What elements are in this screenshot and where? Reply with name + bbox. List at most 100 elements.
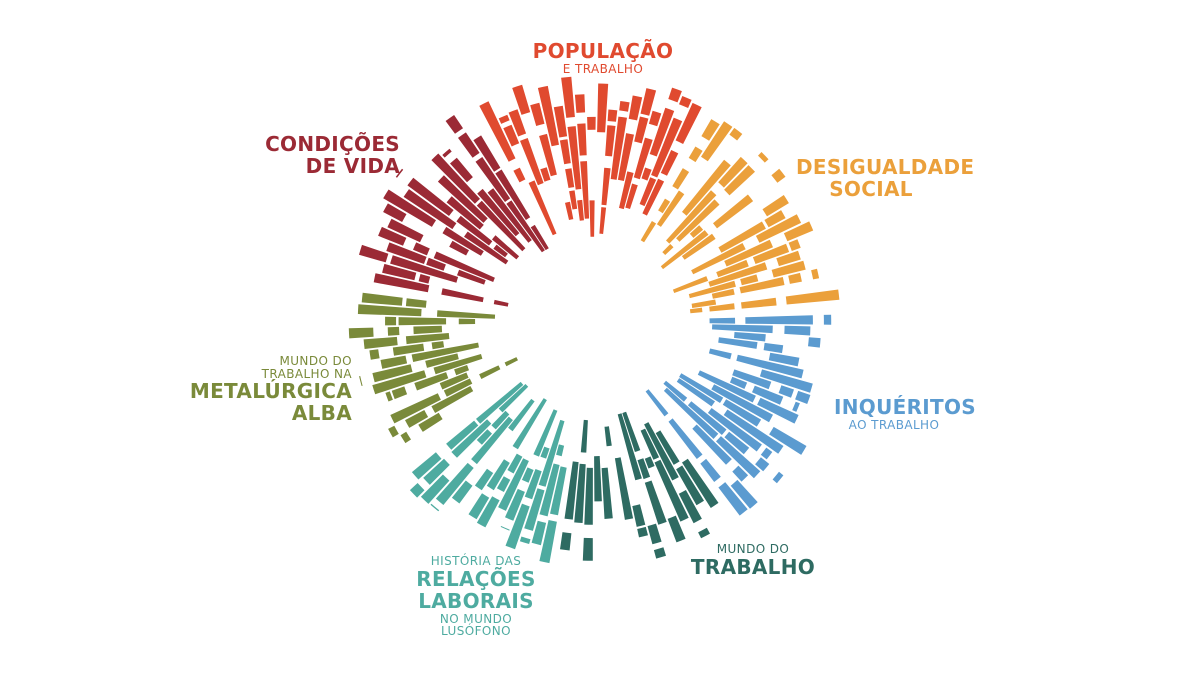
condicoes-block <box>506 200 545 253</box>
populacao-block <box>540 167 551 182</box>
sector-inqueritos <box>645 314 832 516</box>
desigualdade-block <box>689 307 703 314</box>
mundo-trabalho-block <box>644 456 655 469</box>
condicoes-block <box>475 157 511 202</box>
mundo-trabalho-block <box>676 465 704 506</box>
label-condicoes-line: CONDIÇÕES <box>265 132 400 156</box>
metalurgica-block <box>458 318 476 325</box>
condicoes-block <box>378 226 407 246</box>
populacao-block <box>565 168 575 188</box>
metalurgica-block <box>359 376 363 386</box>
desigualdade-block <box>676 199 720 242</box>
inqueritos-block <box>734 332 766 342</box>
desigualdade-block <box>689 225 704 238</box>
label-mundo-trabalho-line: TRABALHO <box>690 554 816 579</box>
desigualdade-block <box>788 272 802 284</box>
relacoes-block <box>468 493 490 520</box>
desigualdade-block <box>764 210 786 228</box>
desigualdade-block <box>658 198 671 214</box>
condicoes-block <box>473 135 501 172</box>
mundo-trabalho-block <box>637 458 651 480</box>
relacoes-block <box>531 520 547 546</box>
condicoes-block <box>446 196 484 230</box>
relacoes-block <box>451 480 473 504</box>
condicoes-block <box>476 200 526 252</box>
label-desigualdade-line: DESIGUALDADE <box>796 155 975 179</box>
relacoes-block <box>524 488 545 531</box>
mundo-trabalho-block <box>614 457 634 520</box>
inqueritos-block <box>729 376 748 389</box>
mundo-trabalho-block <box>637 526 648 538</box>
metalurgica-block <box>443 378 473 397</box>
inqueritos-block <box>692 424 732 465</box>
populacao-block <box>633 137 653 180</box>
inqueritos-block <box>724 431 750 455</box>
desigualdade-block <box>755 214 802 243</box>
desigualdade-block <box>672 168 690 190</box>
condicoes-block <box>407 177 454 216</box>
desigualdade-block <box>718 156 748 188</box>
metalurgica-block <box>398 317 447 326</box>
mundo-trabalho-block <box>560 532 572 551</box>
populacao-block <box>634 116 649 144</box>
populacao-block <box>537 85 559 147</box>
metalurgica-block <box>357 304 422 317</box>
mundo-trabalho-block <box>584 467 593 525</box>
populacao-block <box>567 126 582 190</box>
desigualdade-block <box>662 244 674 255</box>
desigualdade-block <box>739 277 785 294</box>
populacao-block <box>642 178 665 216</box>
label-metalurgica-line: METALÚRGICA <box>189 379 352 404</box>
inqueritos-block <box>792 401 800 412</box>
mundo-trabalho-block <box>604 426 612 447</box>
condicoes-block <box>437 175 488 223</box>
label-metalurgica-line: TRABALHO NA <box>261 366 352 381</box>
desigualdade-block <box>771 168 786 183</box>
desigualdade-block <box>724 239 773 267</box>
sector-relacoes <box>409 381 567 564</box>
metalurgica-block <box>385 391 393 402</box>
metalurgica-block <box>433 354 483 375</box>
condicoes-block <box>449 240 469 256</box>
relacoes-block <box>512 398 547 450</box>
condicoes-block <box>456 215 493 246</box>
label-relacoes-line: NO MUNDO <box>439 611 513 626</box>
desigualdade-block <box>701 119 720 141</box>
populacao-block <box>559 139 571 165</box>
populacao-block <box>675 102 702 144</box>
mundo-trabalho-block <box>698 527 710 539</box>
condicoes-block <box>442 148 452 158</box>
metalurgica-block <box>369 349 380 360</box>
mundo-trabalho-block <box>582 537 593 561</box>
populacao-block <box>601 167 611 206</box>
inqueritos-block <box>697 370 756 403</box>
label-inqueritos-line: AO TRABALHO <box>848 418 940 432</box>
inqueritos-block <box>732 465 749 482</box>
relacoes-block <box>507 453 523 474</box>
desigualdade-block <box>785 289 840 305</box>
inqueritos-block <box>668 418 703 459</box>
mundo-trabalho-block <box>574 463 586 523</box>
label-populacao-line: POPULAÇÃO <box>532 39 674 63</box>
desigualdade-block <box>640 221 657 243</box>
inqueritos-block <box>760 447 773 460</box>
desigualdade-block <box>783 221 814 242</box>
inqueritos-block <box>712 324 773 334</box>
mundo-trabalho-block <box>617 413 642 481</box>
inqueritos-block <box>716 436 761 479</box>
inqueritos-block <box>768 352 800 367</box>
condicoes-block <box>477 188 520 237</box>
label-metalurgica-line: MUNDO DO <box>279 354 352 368</box>
relacoes-block <box>486 459 510 491</box>
inqueritos-block <box>732 369 772 390</box>
populacao-block <box>617 133 634 181</box>
relacoes-block <box>409 483 425 498</box>
populacao-block <box>640 88 657 116</box>
relacoes-block <box>498 384 529 413</box>
relacoes-block <box>423 458 450 485</box>
mundo-trabalho-block <box>580 419 588 453</box>
populacao-block <box>513 167 526 183</box>
